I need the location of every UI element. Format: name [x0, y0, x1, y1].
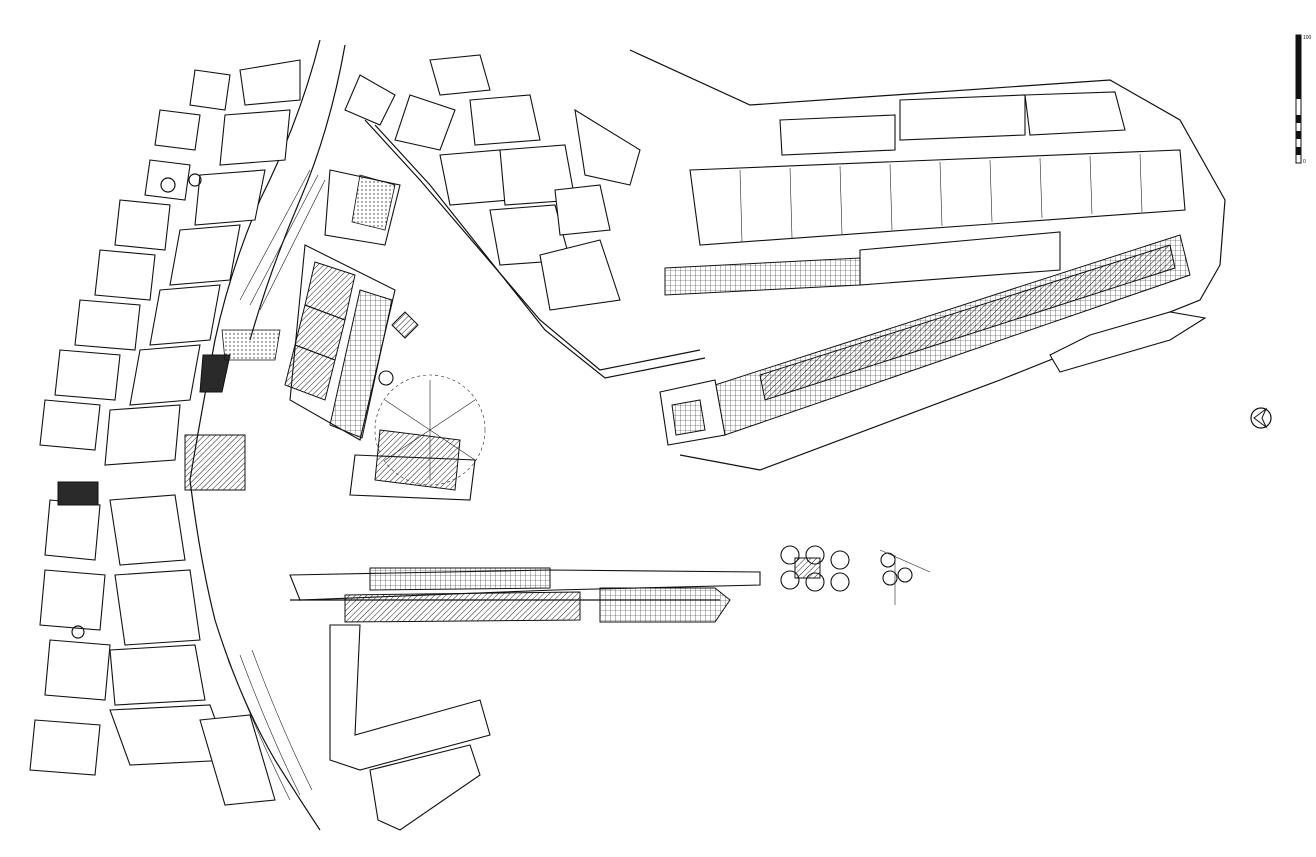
scale-bar: 0 100	[1295, 34, 1312, 165]
shed-bays	[739, 153, 1143, 243]
north-quarter	[344, 54, 706, 379]
north-arrow-icon	[1250, 407, 1272, 429]
scale-label-zero: 0	[1303, 159, 1306, 165]
central-quarter	[284, 169, 486, 501]
industrial-pier	[629, 49, 1226, 471]
rail-tracks	[221, 169, 326, 801]
old-town-blocks	[29, 39, 346, 831]
crane-cluster	[780, 545, 931, 605]
scale-label-max: 100	[1303, 35, 1312, 41]
south-pier	[289, 545, 931, 831]
